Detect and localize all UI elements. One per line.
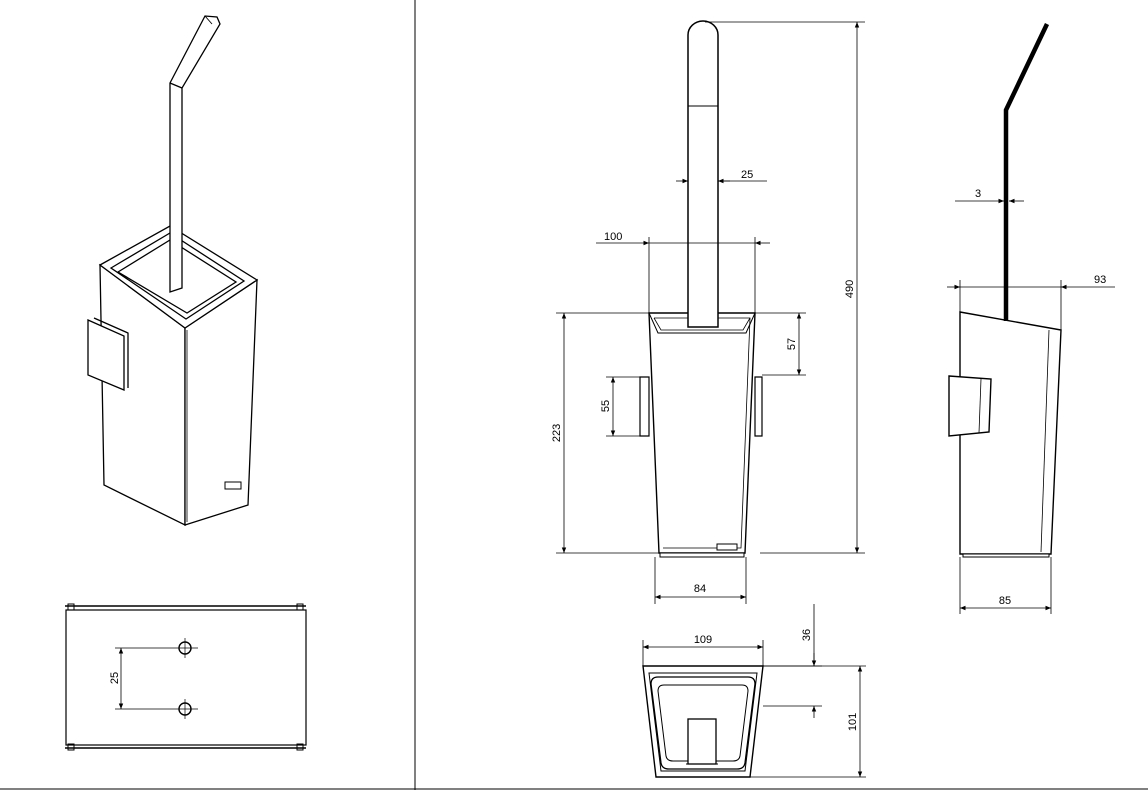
dim-handle-thickness: 3 [975,188,981,200]
dim-plan-offset: 36 [801,629,813,641]
dim-top-taper: 57 [786,338,798,350]
side-view [948,23,1062,558]
dim-plan-width: 109 [694,634,712,646]
dim-handle-width: 25 [741,169,753,181]
plan-view [642,665,764,778]
hole-pattern-view [65,603,307,751]
side-view-dimensions [947,198,1115,614]
dim-side-top-depth: 93 [1094,274,1106,286]
dim-plan-depth: 101 [847,713,859,731]
dim-total-height: 490 [844,280,856,298]
dim-body-height: 223 [551,424,563,442]
isometric-view [87,15,259,527]
front-view-dimensions [556,21,865,604]
dim-side-bottom-depth: 85 [999,595,1011,607]
dim-top-width: 100 [604,231,622,243]
dim-mount-height: 55 [600,400,612,412]
dim-bottom-width: 84 [694,583,706,595]
dim-hole-spacing: 25 [109,672,121,684]
plan-view-dimensions [642,604,866,778]
front-view [639,20,763,558]
